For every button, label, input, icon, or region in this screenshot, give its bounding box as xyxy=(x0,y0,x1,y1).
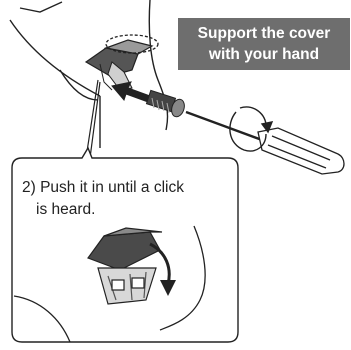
device-outline xyxy=(10,0,168,148)
screw-icon xyxy=(146,90,186,118)
cover-top xyxy=(86,35,158,90)
callout-line-1: Support the cover xyxy=(178,23,350,44)
step-instruction: 2) Push it in until a click is heard. xyxy=(22,177,232,221)
hand-support-callout: Support the cover with your hand xyxy=(178,18,350,70)
callout-line-2: with your hand xyxy=(178,44,350,65)
step-line-1: 2) Push it in until a click xyxy=(22,177,232,199)
step-line-2: is heard. xyxy=(22,199,232,221)
